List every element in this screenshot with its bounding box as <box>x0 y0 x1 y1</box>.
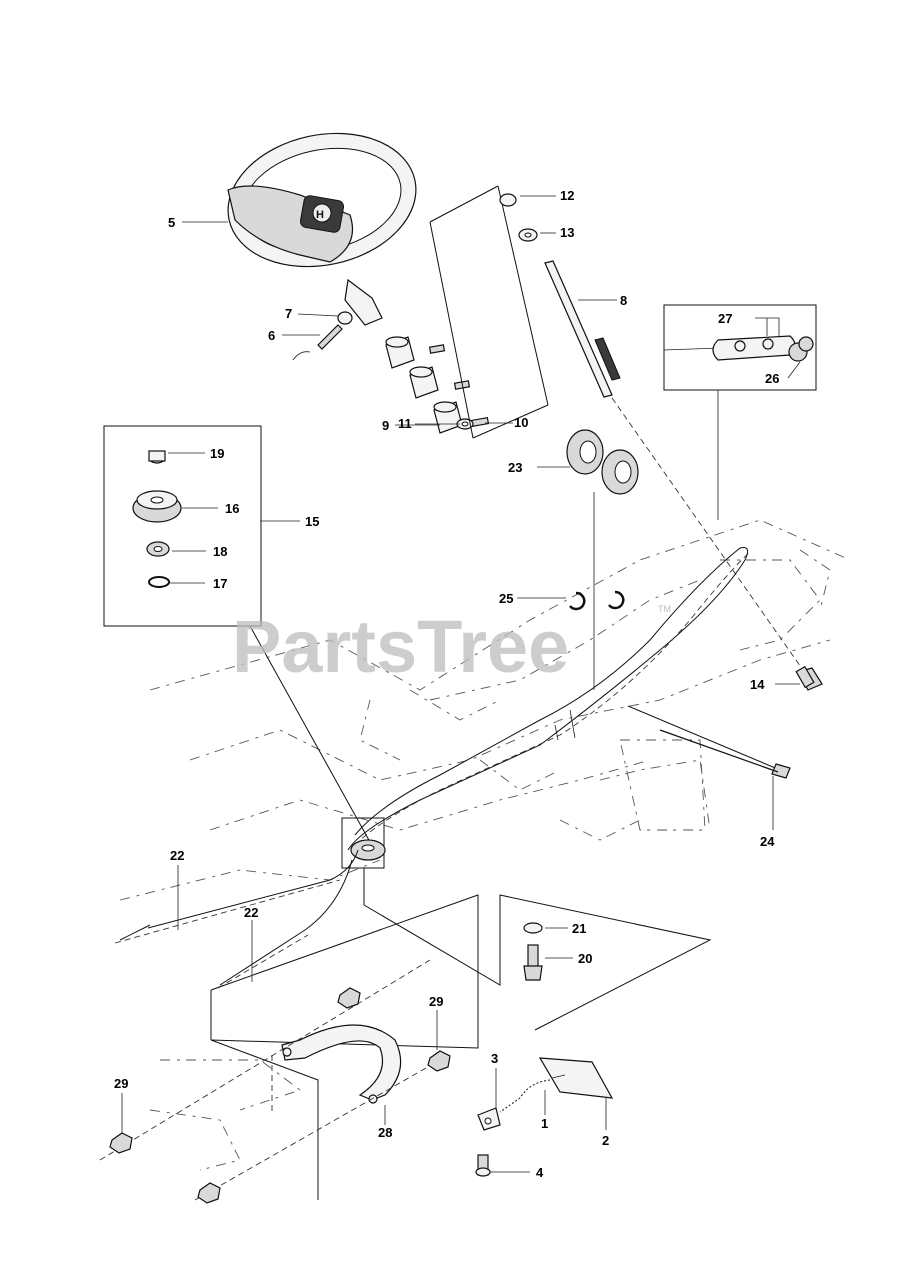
callout-7: 7 <box>285 306 292 321</box>
callout-26: 26 <box>765 371 779 386</box>
callout-13: 13 <box>560 225 574 240</box>
callout-22-upper: 22 <box>170 848 184 863</box>
chain-sprockets <box>566 429 639 690</box>
callout-25: 25 <box>499 591 513 606</box>
bolt-20 <box>523 922 543 981</box>
callout-29-left: 29 <box>114 1076 128 1091</box>
roll-pin-and-nut <box>292 311 353 361</box>
callout-5: 5 <box>168 215 175 230</box>
callout-11: 11 <box>398 416 412 431</box>
bolt-14 <box>795 665 823 691</box>
spring-and-bracket <box>475 1057 614 1177</box>
callout-14: 14 <box>750 677 765 692</box>
lower-frame-panel <box>210 868 712 1200</box>
callout-labels: 5 7 6 9 10 11 12 13 8 23 25 14 24 27 26 … <box>114 188 779 1180</box>
c-clips <box>569 590 625 611</box>
logo-icon: H <box>312 203 332 223</box>
watermark-text: PartsTree <box>232 605 569 688</box>
chain-cable <box>347 547 751 851</box>
watermark: PartsTree TM <box>232 604 671 688</box>
nuts-29 <box>109 987 451 1204</box>
callout-1: 1 <box>541 1116 548 1131</box>
cables <box>114 849 359 989</box>
callout-17: 17 <box>213 576 227 591</box>
callout-22-lower: 22 <box>244 905 258 920</box>
callout-19: 19 <box>210 446 224 461</box>
callout-15: 15 <box>305 514 319 529</box>
callout-12: 12 <box>560 188 574 203</box>
leader-lines <box>121 195 801 1173</box>
callout-28: 28 <box>378 1125 392 1140</box>
callout-10: 10 <box>514 415 528 430</box>
callout-8: 8 <box>620 293 627 308</box>
chain-detail-box <box>663 304 817 520</box>
steering-shaft <box>499 193 811 681</box>
callout-4: 4 <box>536 1165 544 1180</box>
callout-20: 20 <box>578 951 592 966</box>
callout-29-right: 29 <box>429 994 443 1009</box>
frame-outline <box>119 519 851 1171</box>
callout-23: 23 <box>508 460 522 475</box>
callout-27: 27 <box>718 311 732 326</box>
bracket-28 <box>99 959 441 1201</box>
callout-18: 18 <box>213 544 227 559</box>
callout-16: 16 <box>225 501 239 516</box>
shaft-box <box>429 185 549 439</box>
callout-6: 6 <box>268 328 275 343</box>
axle-rod <box>627 705 791 779</box>
svg-text:H: H <box>316 209 324 221</box>
callout-24: 24 <box>760 834 775 849</box>
pulley-detail-box <box>103 425 386 869</box>
column-collars <box>385 336 490 434</box>
steering-wheel: H <box>227 132 417 326</box>
watermark-trademark: TM <box>658 604 671 614</box>
callout-9: 9 <box>382 418 389 433</box>
callout-21: 21 <box>572 921 586 936</box>
callout-2: 2 <box>602 1133 609 1148</box>
callout-3: 3 <box>491 1051 498 1066</box>
